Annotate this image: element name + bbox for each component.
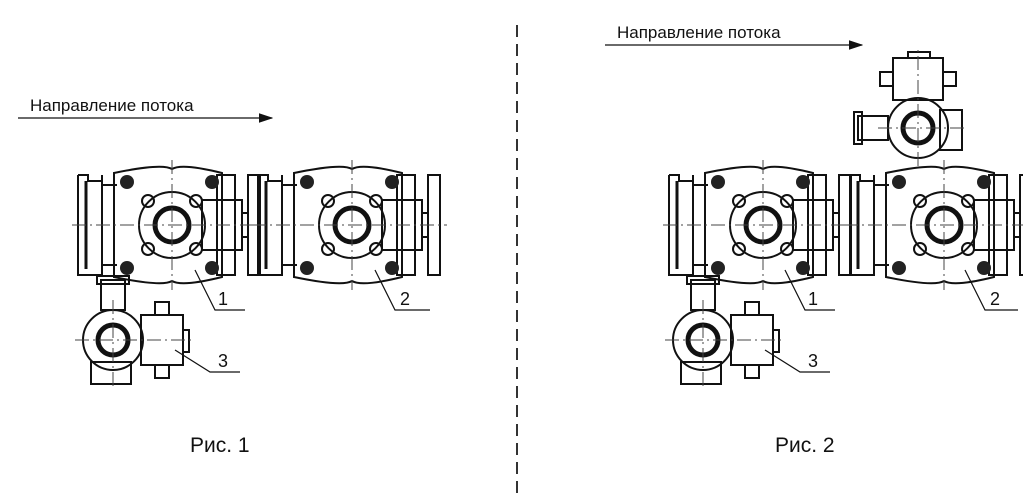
valve-2 — [844, 160, 1023, 290]
label-1: 1 — [808, 289, 818, 309]
valve-2 — [252, 160, 447, 290]
leader-1 — [784, 269, 835, 311]
figure-2: Направление потока 1 2 3 Рис. 2 — [605, 23, 1023, 457]
label-3: 3 — [218, 351, 228, 371]
valve-3-top — [854, 48, 968, 166]
label-2: 2 — [990, 289, 1000, 309]
valve-1 — [663, 160, 858, 290]
leader-3 — [764, 349, 830, 373]
valve-1 — [72, 160, 267, 290]
flow-direction-label: Направление потока — [617, 23, 781, 42]
valve-3 — [665, 276, 783, 390]
label-3: 3 — [808, 351, 818, 371]
leader-2 — [964, 269, 1018, 311]
label-1: 1 — [218, 289, 228, 309]
leader-2 — [374, 269, 430, 311]
flow-direction-label: Направление потока — [30, 96, 194, 115]
valve-3 — [75, 276, 193, 390]
caption-fig-1: Рис. 1 — [190, 434, 250, 457]
figure-1: Направление потока 1 2 3 Рис. 1 — [18, 96, 447, 457]
leader-3 — [174, 349, 240, 373]
leader-1 — [194, 269, 245, 311]
caption-fig-2: Рис. 2 — [775, 434, 835, 457]
label-2: 2 — [400, 289, 410, 309]
